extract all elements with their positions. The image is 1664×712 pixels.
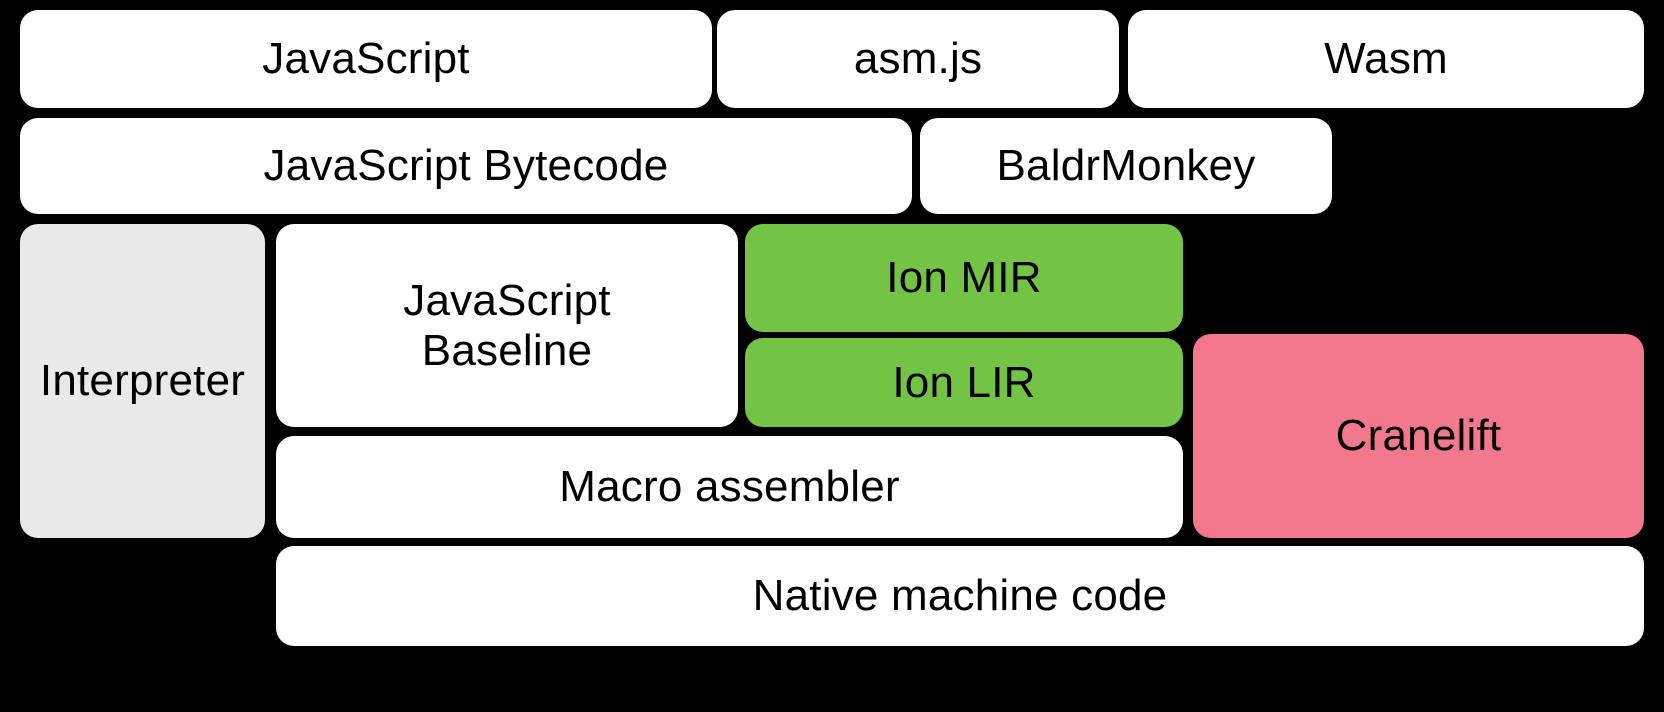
node-native-machine-code-label: Native machine code <box>752 571 1168 621</box>
node-wasm[interactable]: Wasm <box>1128 10 1644 108</box>
node-interpreter[interactable]: Interpreter <box>20 224 265 538</box>
node-baldrmonkey-label: BaldrMonkey <box>996 141 1256 191</box>
node-native-machine-code[interactable]: Native machine code <box>276 546 1644 646</box>
node-javascript-label: JavaScript <box>262 34 470 84</box>
node-ion-mir[interactable]: Ion MIR <box>745 224 1183 332</box>
node-ion-lir[interactable]: Ion LIR <box>745 338 1183 427</box>
node-asm-js-label: asm.js <box>853 34 983 84</box>
node-macro-assembler-label: Macro assembler <box>559 462 900 512</box>
node-baldrmonkey[interactable]: BaldrMonkey <box>920 118 1332 214</box>
node-javascript-baseline[interactable]: JavaScript Baseline <box>276 224 738 427</box>
node-javascript[interactable]: JavaScript <box>20 10 712 108</box>
node-ion-lir-label: Ion LIR <box>892 357 1036 407</box>
node-javascript-bytecode-label: JavaScript Bytecode <box>263 141 669 191</box>
node-asm-js[interactable]: asm.js <box>717 10 1119 108</box>
node-macro-assembler[interactable]: Macro assembler <box>276 436 1183 538</box>
node-javascript-bytecode[interactable]: JavaScript Bytecode <box>20 118 912 214</box>
node-cranelift-label: Cranelift <box>1335 411 1502 461</box>
node-interpreter-label: Interpreter <box>39 356 246 406</box>
node-wasm-label: Wasm <box>1324 34 1448 84</box>
node-cranelift[interactable]: Cranelift <box>1193 334 1644 538</box>
node-javascript-baseline-label: JavaScript Baseline <box>403 276 611 375</box>
node-ion-mir-label: Ion MIR <box>886 253 1042 303</box>
